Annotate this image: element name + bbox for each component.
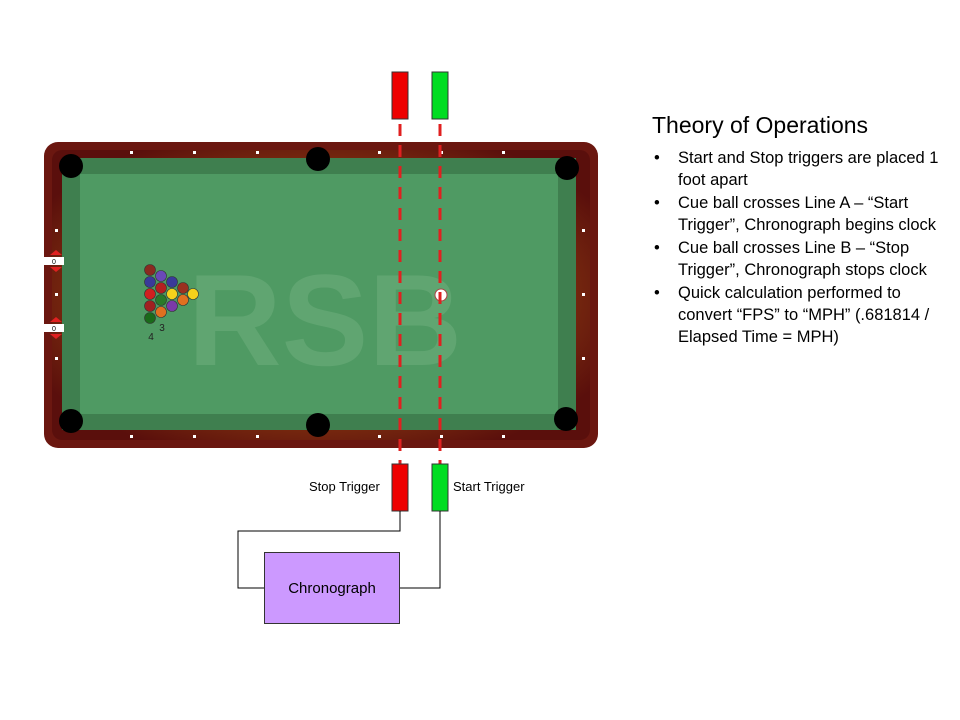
theory-bullet-text: Cue ball crosses Line B – “Stop Trigger”…	[678, 239, 927, 279]
start-trigger-wire	[400, 511, 441, 589]
rack-label-4: 4	[148, 332, 154, 343]
pocket-bottom-left	[59, 409, 83, 433]
racked-balls	[144, 264, 199, 324]
pocket-top-left	[59, 154, 83, 178]
theory-bullet-text: Quick calculation performed to convert “…	[678, 284, 930, 346]
theory-title: Theory of Operations	[652, 112, 869, 138]
stop-trigger-sensor	[391, 463, 409, 512]
svg-text:0: 0	[52, 326, 56, 333]
left-rail-marker-bottom: 0	[44, 317, 64, 339]
theory-bullet-item: • Quick calculation performed to convert …	[652, 282, 942, 348]
pocket-top-middle	[306, 147, 330, 171]
svg-text:0: 0	[52, 259, 56, 266]
bullet-icon: •	[654, 149, 660, 167]
chronograph-box: Chronograph	[264, 552, 400, 624]
start-trigger-emitter-top	[431, 71, 449, 120]
pocket-top-right	[555, 156, 579, 180]
start-trigger-sensor	[431, 463, 449, 512]
stop-trigger-wire	[237, 511, 401, 589]
bullet-icon: •	[654, 284, 660, 302]
theory-bullet-list: • Start and Stop triggers are placed 1 fo…	[652, 147, 942, 348]
bullet-icon: •	[654, 194, 660, 212]
start-trigger-label: Start Trigger	[453, 479, 525, 494]
bullet-icon: •	[654, 239, 660, 257]
table-felt	[80, 174, 558, 414]
pocket-bottom-middle	[306, 413, 330, 437]
watermark-text: RSB	[188, 247, 462, 393]
theory-bullet-item: • Cue ball crosses Line B – “Stop Trigger…	[652, 237, 942, 281]
theory-bullet-text: Cue ball crosses Line A – “Start Trigger…	[678, 194, 937, 234]
stop-trigger-emitter-top	[391, 71, 409, 120]
left-rail-marker-top: 0	[44, 250, 64, 272]
theory-of-operations-panel: Theory of Operations • Start and Stop tri…	[652, 112, 942, 349]
pocket-bottom-right	[554, 407, 578, 431]
theory-bullet-text: Start and Stop triggers are placed 1 foo…	[678, 149, 939, 189]
chronograph-label: Chronograph	[288, 579, 376, 597]
theory-bullet-item: • Start and Stop triggers are placed 1 fo…	[652, 147, 942, 191]
stop-trigger-label: Stop Trigger	[309, 479, 380, 494]
rack-label-3: 3	[159, 323, 165, 334]
theory-bullet-item: • Cue ball crosses Line A – “Start Trigge…	[652, 192, 942, 236]
rail-diamonds	[55, 151, 585, 438]
